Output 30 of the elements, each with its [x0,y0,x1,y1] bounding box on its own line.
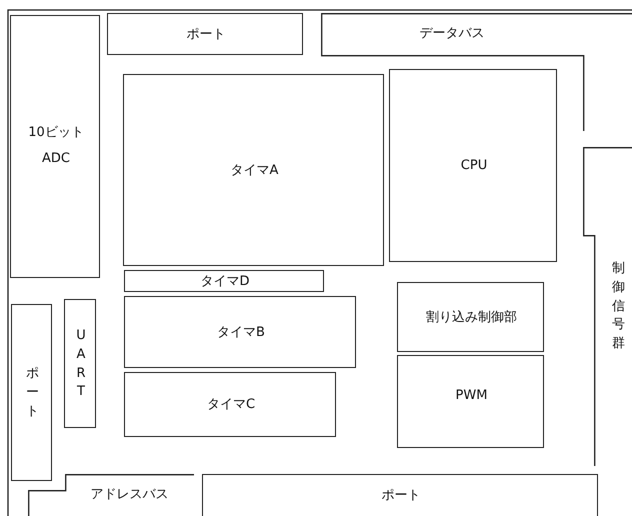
block-label: UART [75,326,87,402]
block-label: ポート [186,26,226,44]
block-label: ポート [382,486,420,505]
block-label: 制御信号群 [612,260,626,354]
timer-block [124,372,336,437]
cpu-block [389,69,557,262]
block-label: タイマD [200,272,250,291]
port-block [11,304,52,481]
data-bus-shape [321,13,632,131]
block-label: 10ビット ADC [27,124,85,168]
block-label: タイマB [217,324,265,342]
control-signal-shape [583,147,632,466]
port-block [107,13,303,55]
block-label: アドレスバス [90,486,168,504]
timer-block [123,74,384,266]
block-label: タイマA [230,162,278,180]
address-bus-shape [28,474,194,516]
timer-block [124,296,356,368]
block-label: タイマC [206,396,256,414]
port-block [202,474,598,516]
pwm-block [397,355,544,448]
timer-block [124,270,324,292]
interrupt-controller-block [397,282,544,352]
uart-block [64,299,96,428]
block-label: ポート [26,365,40,421]
block-label: 割り込み制御部 [426,308,517,327]
block-label: データバス [420,24,484,43]
adc-block [10,15,100,278]
block-label: PWM [456,386,488,405]
block-label: CPU [460,157,488,176]
